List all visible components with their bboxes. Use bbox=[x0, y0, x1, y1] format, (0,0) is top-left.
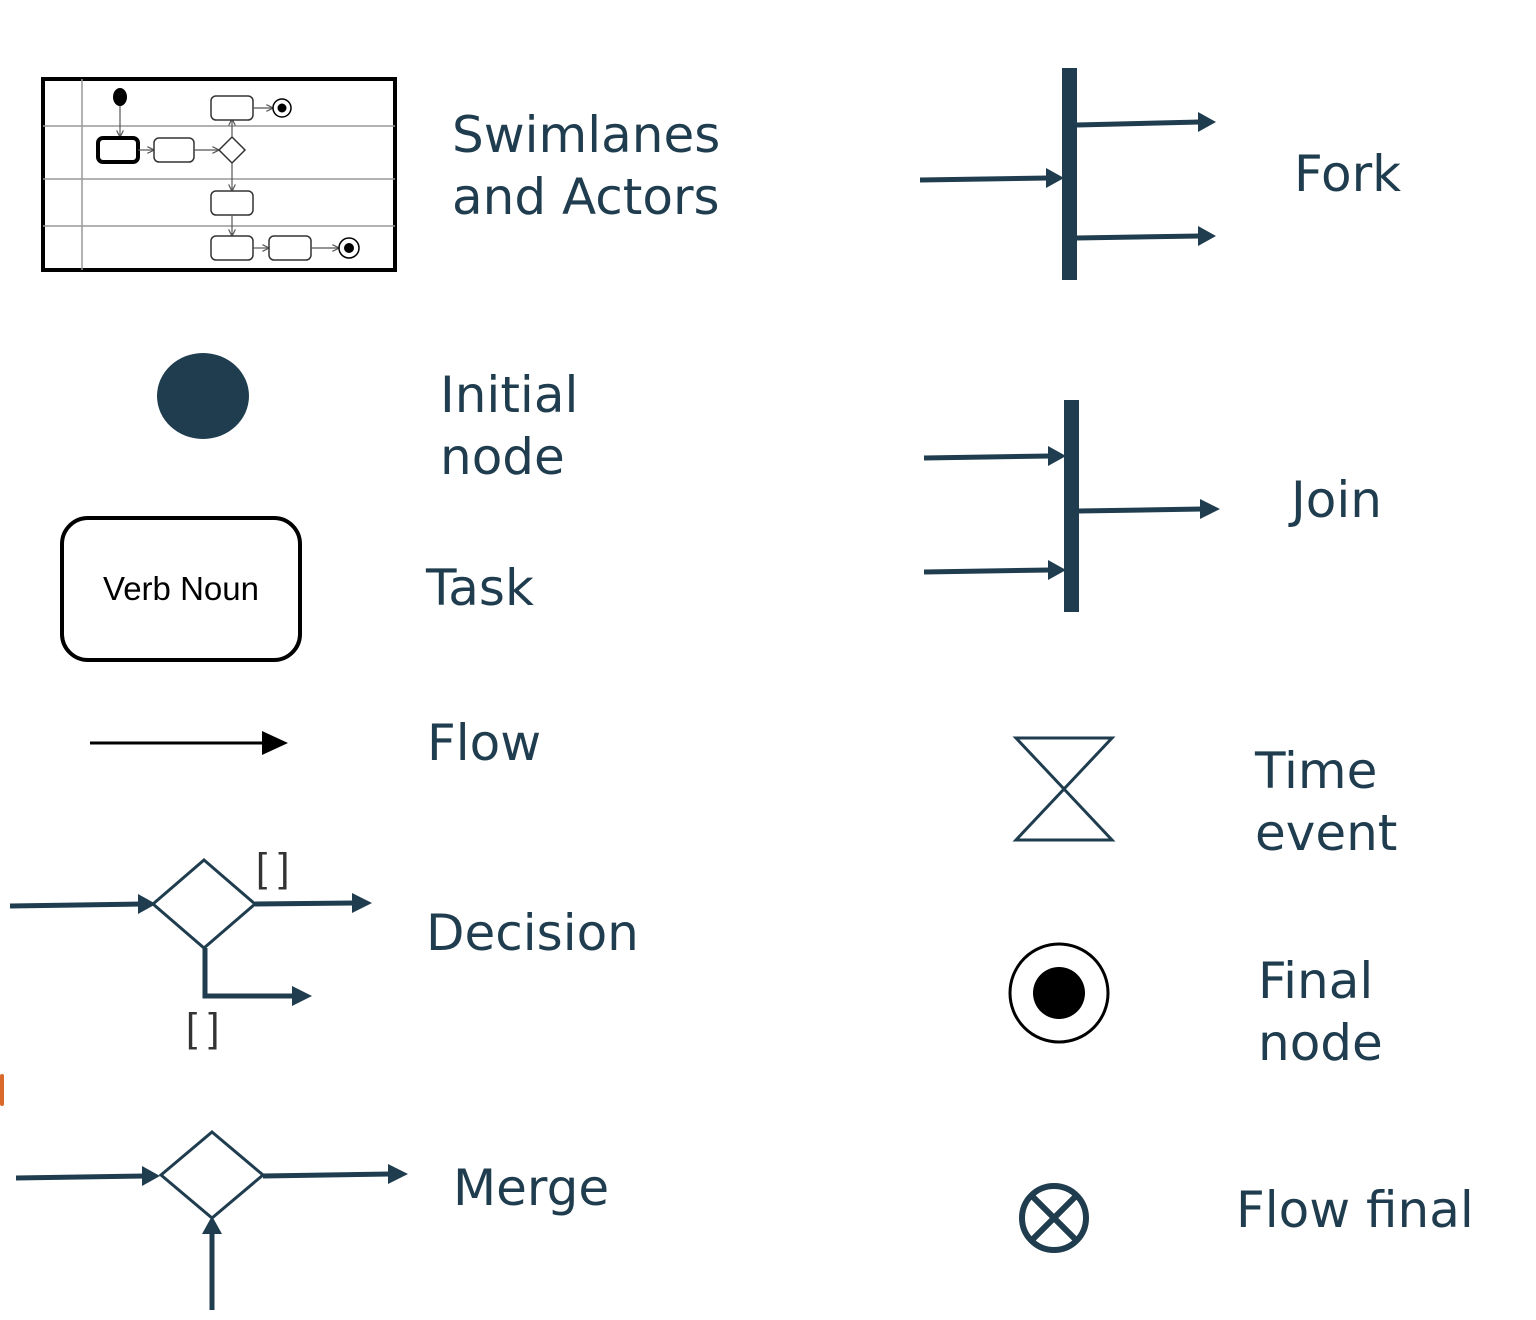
decision-label: Decision bbox=[426, 904, 639, 962]
merge-label: Merge bbox=[453, 1159, 610, 1217]
initial-node-label-line2: node bbox=[440, 428, 565, 486]
fork-label: Fork bbox=[1294, 145, 1402, 203]
arrow-icon bbox=[90, 731, 288, 755]
swimlanes-label-line1: Swimlanes bbox=[452, 106, 721, 164]
hourglass-icon bbox=[1012, 736, 1116, 842]
task-box-text: Verb Noun bbox=[103, 570, 259, 607]
swimlane-diagram-icon bbox=[41, 77, 397, 272]
time-event-label-line2: event bbox=[1255, 804, 1398, 862]
bullseye-icon bbox=[1008, 942, 1110, 1044]
diamond-icon bbox=[9, 858, 372, 1006]
task-label: Task bbox=[426, 559, 534, 617]
swimlanes-label-line2: and Actors bbox=[452, 168, 720, 226]
time-event-label-line1: Time bbox=[1255, 742, 1378, 800]
final-node-label: Final node bbox=[1258, 950, 1383, 1074]
final-node-label-line1: Final bbox=[1258, 952, 1374, 1010]
decision-guard-bottom: [ ] bbox=[186, 1006, 220, 1050]
rounded-rect-icon: Verb Noun bbox=[60, 516, 302, 662]
filled-circle-icon bbox=[157, 353, 249, 439]
fork-bar-icon bbox=[919, 68, 1216, 280]
swimlanes-label: Swimlanes and Actors bbox=[452, 104, 720, 228]
circle-x-icon bbox=[1019, 1183, 1089, 1253]
join-label: Join bbox=[1291, 471, 1382, 529]
initial-node-label-line1: Initial bbox=[440, 366, 579, 424]
final-node-label-line2: node bbox=[1258, 1014, 1383, 1072]
flow-final-label: Flow final bbox=[1236, 1181, 1474, 1239]
initial-node-label: Initial node bbox=[440, 364, 578, 488]
merge-diamond-icon bbox=[15, 1130, 408, 1310]
join-bar-icon bbox=[923, 400, 1220, 612]
decision-guard-top: [ ] bbox=[256, 846, 290, 890]
accent-mark bbox=[0, 1074, 4, 1106]
flow-label: Flow bbox=[427, 714, 542, 772]
time-event-label: Time event bbox=[1255, 740, 1397, 864]
